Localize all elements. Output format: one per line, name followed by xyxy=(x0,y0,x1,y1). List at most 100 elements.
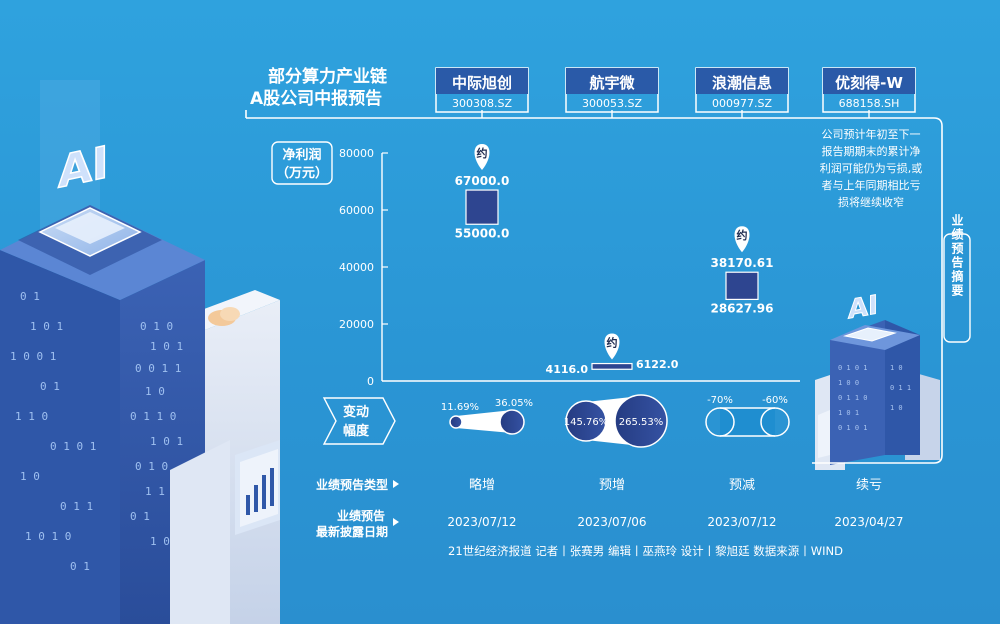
change-high-value: 265.53% xyxy=(619,417,664,428)
approx-pin-icon xyxy=(604,333,620,360)
range-high-label: 6122.0 xyxy=(636,358,679,371)
forecast-type-label: 业绩预告类型 xyxy=(316,477,388,492)
change-low-value: 11.69% xyxy=(441,402,479,413)
side-label: 业绩预告摘要 xyxy=(943,213,971,343)
y-tick-label: 40000 xyxy=(339,261,374,274)
svg-text:1 0: 1 0 xyxy=(20,470,40,483)
svg-text:1 0: 1 0 xyxy=(145,385,165,398)
svg-text:0 1 1: 0 1 1 xyxy=(60,500,93,513)
forecast-type-value: 续亏 xyxy=(856,478,882,493)
approx-marker-label: 约 xyxy=(737,228,748,242)
range-bar xyxy=(465,189,499,225)
svg-text:1 0 1: 1 0 1 xyxy=(838,409,859,417)
right-building-illustration: 0 1 0 1 1 0 0 0 1 1 0 1 0 1 0 1 0 1 1 0 0 1… xyxy=(815,290,940,470)
svg-text:0 1 1: 0 1 1 xyxy=(890,384,911,392)
svg-text:1 1 0: 1 1 0 xyxy=(15,410,48,423)
change-low-value: -70% xyxy=(707,395,733,406)
disclosure-date-row: 业绩预告 最新披露日期 2023/07/12 2023/07/06 2023/0… xyxy=(316,508,904,539)
range-low-label: 55000.0 xyxy=(455,226,510,240)
forecast-type-row: 业绩预告类型 略增 预增 预减 续亏 xyxy=(316,477,882,493)
svg-text:1 0 1: 1 0 1 xyxy=(150,435,183,448)
company-code: 000977.SZ xyxy=(712,97,772,110)
y-axis-label: 净利润 （万元） xyxy=(271,141,333,185)
company-tab-2: 航宇微 300053.SZ xyxy=(565,67,659,113)
range-bars: 约 67000.0 55000.0 约 4116.0 6122.0 约 38170.61 286… xyxy=(455,144,774,376)
approx-marker-label: 约 xyxy=(477,146,488,160)
ai-badge-left: AI xyxy=(58,137,108,198)
svg-text:0 1 1 0: 0 1 1 0 xyxy=(838,394,868,402)
company-tab-1: 中际旭创 300308.SZ xyxy=(435,67,529,113)
company-code: 300053.SZ xyxy=(582,97,642,110)
company-code: 688158.SH xyxy=(839,97,900,110)
disclosure-date-value: 2023/04/27 xyxy=(834,515,903,529)
change-low-bubble xyxy=(565,400,607,442)
svg-text:1 0 1: 1 0 1 xyxy=(150,340,183,353)
svg-text:0 1: 0 1 xyxy=(40,380,60,393)
range-low-label: 28627.96 xyxy=(710,301,773,315)
svg-text:0 1 0: 0 1 0 xyxy=(135,460,168,473)
range-low-label: 4116.0 xyxy=(546,363,589,376)
svg-text:1 0 0 1: 1 0 0 1 xyxy=(10,350,56,363)
company-name: 中际旭创 xyxy=(452,74,512,92)
svg-text:0 1 0 1: 0 1 0 1 xyxy=(838,364,868,372)
svg-text:0 0 1 1: 0 0 1 1 xyxy=(135,362,181,375)
note-line: 公司预计年初至下一 xyxy=(822,127,921,141)
svg-text:1 0: 1 0 xyxy=(890,364,903,372)
credits-line: 21世纪经济报道 记者丨张赛男 编辑丨巫燕玲 设计丨黎旭廷 数据来源丨WIND xyxy=(448,544,843,558)
svg-text:0 1: 0 1 xyxy=(70,560,90,573)
disclosure-date-value: 2023/07/06 xyxy=(577,515,646,529)
disclosure-date-value: 2023/07/12 xyxy=(707,515,776,529)
svg-text:0 1: 0 1 xyxy=(20,290,40,303)
title-line-1: 部分算力产业链 xyxy=(268,66,388,87)
change-bubbles-3: -70% -60% xyxy=(705,395,790,437)
change-bubbles-2: 145.76% 265.53% xyxy=(564,394,668,448)
panel-frame xyxy=(245,110,943,464)
change-label-line-1: 变动 xyxy=(343,404,369,420)
approx-marker-label: 约 xyxy=(607,336,618,350)
svg-text:0 1 1 0: 0 1 1 0 xyxy=(130,410,176,423)
change-high-bubble xyxy=(614,394,668,448)
range-high-label: 67000.0 xyxy=(455,174,510,188)
svg-text:1 0 1: 1 0 1 xyxy=(30,320,63,333)
approx-pin-icon xyxy=(474,144,490,171)
change-low-value: 145.76% xyxy=(564,417,609,428)
chart-axes: 80000 60000 40000 20000 0 xyxy=(339,147,800,388)
forecast-type-value: 预增 xyxy=(599,478,625,493)
change-label: 变动 幅度 xyxy=(322,397,396,445)
svg-text:0 1 0 1: 0 1 0 1 xyxy=(838,424,868,432)
range-bar xyxy=(591,362,633,370)
disclosure-label-line-1: 业绩预告 xyxy=(337,508,385,523)
disclosure-date-value: 2023/07/12 xyxy=(447,515,516,529)
company-tab-3: 浪潮信息 000977.SZ xyxy=(695,67,789,113)
forecast-type-value: 预减 xyxy=(729,478,755,493)
forecast-type-value: 略增 xyxy=(469,477,495,493)
change-bubbles-1: 11.69% 36.05% xyxy=(441,398,533,435)
company-tab-4: 优刻得-W 688158.SH xyxy=(822,67,916,113)
note-line: 损将继续收窄 xyxy=(838,195,904,209)
range-high-label: 38170.61 xyxy=(710,256,773,270)
note-line: 者与上年同期相比亏 xyxy=(822,178,921,192)
company-name: 优刻得-W xyxy=(835,74,903,92)
y-tick-label: 0 xyxy=(367,375,374,388)
y-tick-label: 20000 xyxy=(339,318,374,331)
side-label-text: 业绩预告摘要 xyxy=(950,213,964,298)
y-tick-label: 80000 xyxy=(339,147,374,160)
y-axis-label-line-2: （万元） xyxy=(276,165,328,181)
title-line-2: A股公司中报预告 xyxy=(250,88,382,109)
disclosure-label-line-2: 最新披露日期 xyxy=(316,524,388,539)
company-name: 航宇微 xyxy=(589,74,635,92)
svg-text:1 0 0: 1 0 0 xyxy=(838,379,859,387)
left-building-illustration: 0 1 0 1 0 1 0 0 1 1 1 0 0 1 1 0 1 0 1 0 1 0… xyxy=(0,80,280,624)
svg-text:0 1: 0 1 xyxy=(130,510,150,523)
change-high-bubble xyxy=(499,409,525,435)
change-high-value: 36.05% xyxy=(495,398,533,409)
range-bar xyxy=(725,271,759,301)
change-high-value: -60% xyxy=(762,395,788,406)
change-low-bubble xyxy=(449,415,463,429)
svg-text:0 1 0: 0 1 0 xyxy=(140,320,173,333)
change-label-line-2: 幅度 xyxy=(343,423,370,439)
y-tick-label: 60000 xyxy=(339,204,374,217)
svg-text:1 0 1 0: 1 0 1 0 xyxy=(25,530,71,543)
